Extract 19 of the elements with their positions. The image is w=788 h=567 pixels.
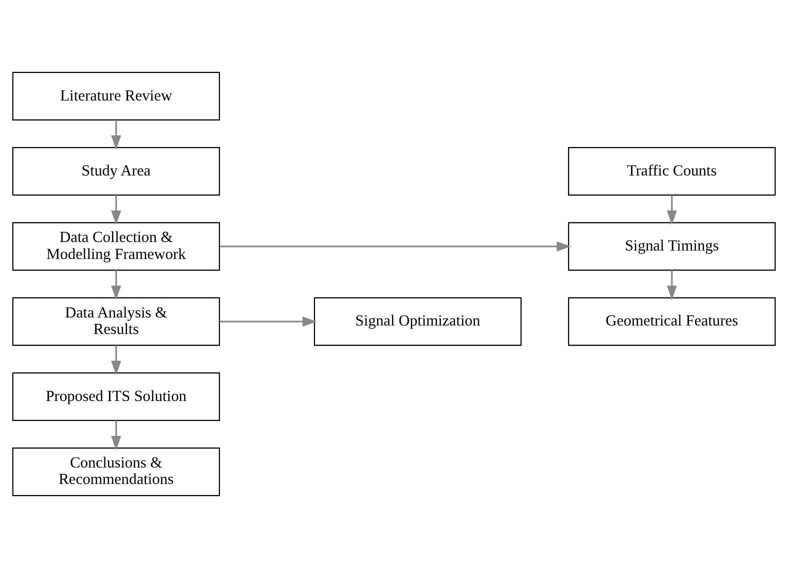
- node-box: Data Collection & Modelling Framework: [12, 222, 220, 270]
- arrow: [666, 194, 677, 224]
- arrow: [111, 194, 122, 224]
- node-box: Geometrical Features: [568, 296, 776, 346]
- node-box: Traffic Counts: [568, 146, 776, 196]
- arrow: [111, 119, 122, 150]
- arrow: [111, 420, 122, 450]
- node-box: Conclusions & Recommendations: [12, 447, 220, 496]
- arrow: [111, 270, 122, 300]
- node-box: Signal Optimization: [314, 296, 522, 346]
- node-box: Proposed ITS Solution: [12, 372, 220, 420]
- node-box: Study Area: [12, 146, 220, 196]
- node-box: Literature Review: [12, 71, 220, 120]
- node-box: Data Analysis & Results: [12, 296, 220, 346]
- arrow: [220, 240, 572, 251]
- node-box: Signal Timings: [568, 222, 776, 270]
- arrow: [220, 316, 317, 326]
- arrow: [111, 344, 122, 375]
- arrow: [666, 270, 677, 300]
